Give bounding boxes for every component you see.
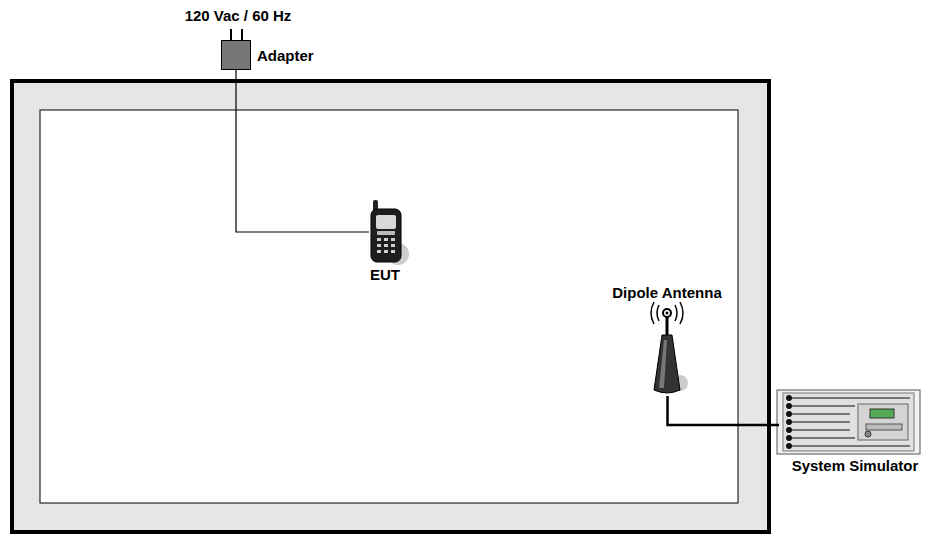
dipole-antenna-icon bbox=[651, 302, 688, 393]
simulator-rack-icon bbox=[777, 390, 920, 454]
supply-label: 120 Vac / 60 Hz bbox=[185, 8, 292, 25]
eut-label: EUT bbox=[370, 267, 400, 284]
dipole-antenna: Dipole Antenna bbox=[653, 300, 682, 396]
antenna-label: Dipole Antenna bbox=[612, 285, 721, 302]
eut-device: EUT bbox=[369, 200, 403, 264]
chamber-wall bbox=[12, 81, 769, 532]
simulator-label: System Simulator bbox=[792, 458, 919, 475]
plug-prongs bbox=[231, 29, 242, 40]
adapter-box: 120 Vac / 60 HzAdapter bbox=[221, 40, 251, 70]
system-simulator: System Simulator bbox=[779, 390, 920, 460]
chamber-floor bbox=[40, 110, 738, 503]
cable bbox=[236, 70, 369, 232]
phone-icon bbox=[371, 200, 409, 265]
adapter-label: Adapter bbox=[257, 48, 314, 65]
cable bbox=[668, 396, 780, 425]
